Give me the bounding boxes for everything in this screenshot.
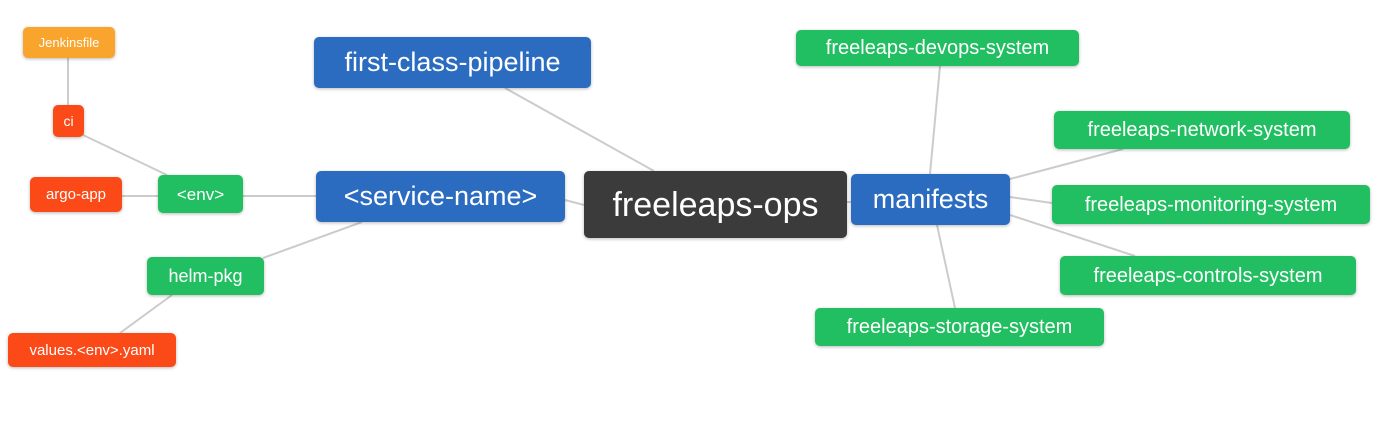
node-argo-app[interactable]: argo-app [30,177,122,212]
node-freeleaps-storage-system[interactable]: freeleaps-storage-system [815,308,1104,346]
edge-ci-env [82,134,168,176]
edge-manifests-monitoring-system [1009,196,1053,204]
edge-manifests-devops-system [929,65,941,175]
node-freeleaps-devops-system[interactable]: freeleaps-devops-system [796,30,1079,66]
node-ci[interactable]: ci [53,105,84,137]
node-helm-pkg[interactable]: helm-pkg [147,257,264,295]
edge-manifests-storage-system [936,224,956,309]
edge-first-class-pipeline-freeleaps-ops [504,87,655,172]
edge-helm-pkg-values-env-yaml [119,294,173,334]
edge-helm-pkg-service-name [262,221,363,259]
node-manifests[interactable]: manifests [851,174,1010,225]
node-values-env-yaml[interactable]: values.<env>.yaml [8,333,176,367]
node-service-name[interactable]: <service-name> [316,171,565,222]
node-freeleaps-controls-system[interactable]: freeleaps-controls-system [1060,256,1356,295]
edge-manifests-controls-system [1009,214,1136,257]
node-freeleaps-network-system[interactable]: freeleaps-network-system [1054,111,1350,149]
edge-service-name-freeleaps-ops [564,199,585,206]
node-freeleaps-monitoring-system[interactable]: freeleaps-monitoring-system [1052,185,1370,224]
node-freeleaps-ops[interactable]: freeleaps-ops [584,171,847,238]
edge-manifests-network-system [1009,148,1124,180]
node-jenkinsfile[interactable]: Jenkinsfile [23,27,115,58]
node-env[interactable]: <env> [158,175,243,213]
node-first-class-pipeline[interactable]: first-class-pipeline [314,37,591,88]
